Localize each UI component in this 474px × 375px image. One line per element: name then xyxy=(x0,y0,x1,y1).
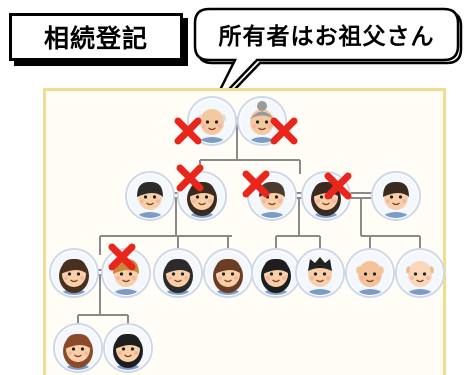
title-text: 相続登記 xyxy=(43,24,148,53)
person-cousin-f2 xyxy=(153,248,203,298)
speech-callout: 所有者はお祖父さん xyxy=(193,7,465,112)
person-cousin-f3 xyxy=(203,248,253,298)
deceased-cross-aunt xyxy=(176,164,204,192)
person-grandchild-f2 xyxy=(103,323,153,373)
tree-people xyxy=(49,96,445,373)
callout-bubble xyxy=(193,7,463,112)
deceased-cross-grandfather xyxy=(174,117,202,145)
person-grandmother xyxy=(237,96,287,146)
person-cousin-f1 xyxy=(49,248,99,298)
person-uncle-in-law xyxy=(125,171,175,221)
callout-text: 所有者はお祖父さん xyxy=(218,24,435,50)
title-box: 相続登記 xyxy=(9,13,183,61)
person-grandchild-f1 xyxy=(53,323,103,373)
deceased-cross-grandmother xyxy=(270,117,298,145)
person-aunt xyxy=(177,171,227,221)
deceased-cross-cousin-m1 xyxy=(108,243,136,271)
person-child-bald xyxy=(345,248,395,298)
deceased-cross-mother xyxy=(324,172,352,200)
deceased-marks xyxy=(108,117,352,271)
person-grandfather xyxy=(187,96,237,146)
person-baby xyxy=(395,248,445,298)
person-child-m xyxy=(295,248,345,298)
person-uncle2 xyxy=(371,171,421,221)
person-child-f xyxy=(251,248,301,298)
deceased-cross-father xyxy=(242,170,270,198)
